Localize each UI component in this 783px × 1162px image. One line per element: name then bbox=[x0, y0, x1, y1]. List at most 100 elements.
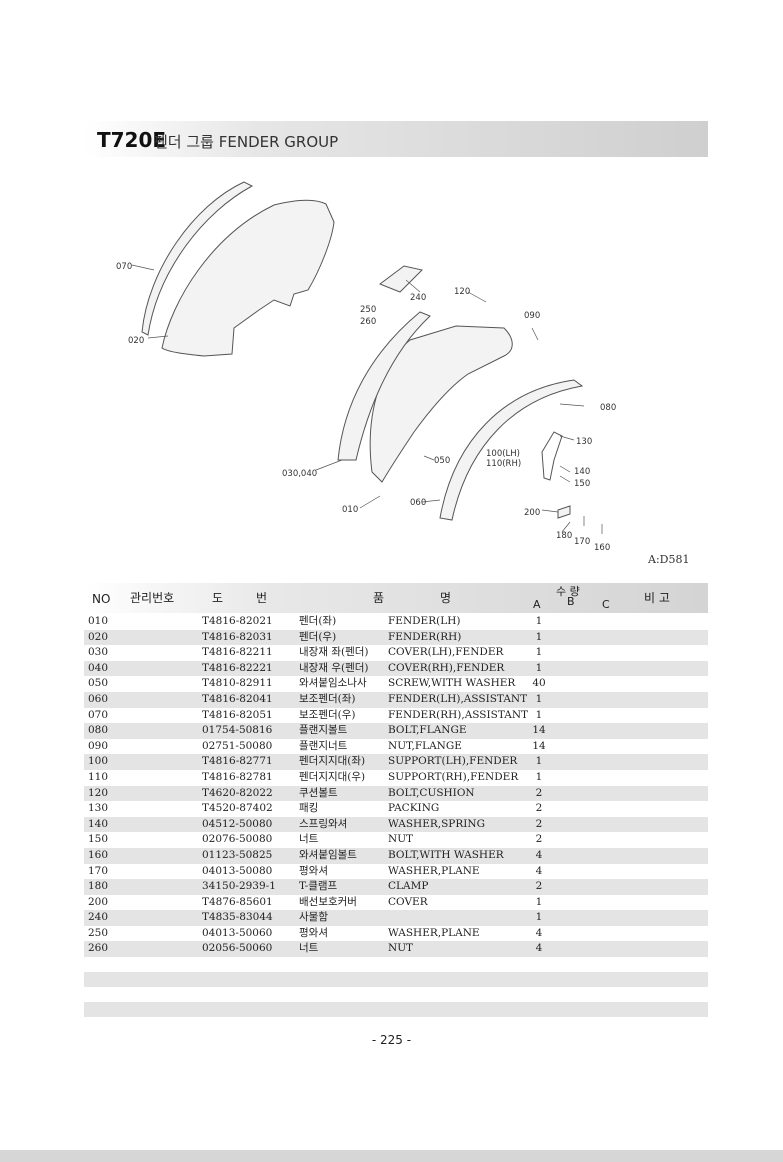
assistant-fender-lh-drawing bbox=[439, 379, 584, 521]
row-no: 250 bbox=[88, 926, 109, 939]
row-no: 020 bbox=[88, 630, 109, 643]
row-description: CLAMP bbox=[388, 880, 429, 893]
row-korean-name: 쿠션볼트 bbox=[299, 786, 338, 799]
row-quantity: 2 bbox=[535, 817, 543, 830]
header-mgmt-number: 관리번호 bbox=[130, 591, 175, 605]
row-no: 100 bbox=[88, 755, 109, 768]
row-quantity: 1 bbox=[535, 895, 543, 908]
row-no: 080 bbox=[88, 724, 109, 737]
row-description: FENDER(LH) bbox=[388, 615, 461, 627]
row-quantity: 2 bbox=[535, 802, 543, 815]
callout-130: 130 bbox=[576, 437, 592, 447]
wire-cover-drawing bbox=[557, 505, 571, 519]
row-part-number: T4816-82221 bbox=[202, 661, 273, 674]
row-korean-name: 플랜지너트 bbox=[299, 739, 348, 752]
row-description: BOLT,FLANGE bbox=[388, 724, 467, 737]
page-number: - 225 - bbox=[371, 1033, 412, 1047]
callout-200: 200 bbox=[524, 508, 540, 518]
title-bar bbox=[84, 121, 708, 157]
row-quantity: 2 bbox=[535, 880, 543, 893]
row-quantity: 40 bbox=[532, 677, 546, 690]
callout-060: 060 bbox=[410, 498, 426, 508]
row-no: 150 bbox=[88, 833, 109, 846]
callout-240: 240 bbox=[410, 293, 426, 303]
row-korean-name: 펜더지지대(우) bbox=[299, 770, 366, 783]
row-no: 110 bbox=[88, 770, 109, 783]
row-no: 040 bbox=[88, 661, 109, 674]
row-part-number: T4816-82021 bbox=[202, 615, 273, 627]
row-part-number: T4816-82031 bbox=[202, 630, 273, 643]
row-no: 120 bbox=[88, 786, 109, 799]
row-quantity: 14 bbox=[532, 739, 546, 752]
scan-edge bbox=[0, 1150, 783, 1162]
header-no: NO bbox=[92, 592, 111, 606]
fender-cover-drawing bbox=[337, 311, 431, 461]
row-korean-name: 펜더(우) bbox=[299, 630, 337, 643]
callout-010: 010 bbox=[342, 505, 358, 515]
callout-160: 160 bbox=[594, 543, 610, 553]
row-no: 050 bbox=[88, 677, 109, 690]
row-description: NUT bbox=[388, 833, 414, 846]
row-no: 140 bbox=[88, 817, 109, 830]
header-remark: 비 고 bbox=[644, 591, 670, 605]
callout-020: 020 bbox=[128, 336, 144, 346]
row-korean-name: 배선보호커버 bbox=[299, 895, 357, 908]
row-part-number: 01123-50825 bbox=[202, 848, 273, 861]
row-part-number: 02076-50080 bbox=[202, 833, 273, 846]
header-qty-b: B bbox=[567, 595, 575, 608]
row-description: NUT,FLANGE bbox=[388, 739, 462, 752]
row-no: 090 bbox=[88, 739, 109, 752]
row-part-number: T4876-85601 bbox=[202, 895, 273, 908]
row-description: FENDER(RH) bbox=[388, 630, 462, 643]
empty-table-row bbox=[84, 972, 708, 987]
row-description: WASHER,SPRING bbox=[388, 817, 485, 830]
callout-140: 140 bbox=[574, 467, 590, 477]
row-quantity: 1 bbox=[535, 770, 543, 783]
header-drawing-b: 번 bbox=[256, 591, 268, 605]
callout-180: 180 bbox=[556, 531, 572, 541]
row-description: SUPPORT(RH),FENDER bbox=[388, 770, 519, 783]
callout-030-040: 030,040 bbox=[282, 469, 317, 479]
row-no: 030 bbox=[88, 646, 109, 659]
row-description: FENDER(LH),ASSISTANT bbox=[388, 692, 528, 705]
row-description: SUPPORT(LH),FENDER bbox=[388, 755, 518, 768]
row-korean-name: 보조펜더(좌) bbox=[299, 692, 356, 705]
row-no: 200 bbox=[88, 895, 109, 908]
callout-050: 050 bbox=[434, 456, 450, 466]
row-quantity: 1 bbox=[535, 692, 543, 705]
row-description: BOLT,WITH WASHER bbox=[388, 848, 504, 861]
row-no: 010 bbox=[88, 615, 109, 627]
row-no: 130 bbox=[88, 802, 109, 815]
callout-120: 120 bbox=[454, 287, 470, 297]
row-part-number: 04512-50080 bbox=[202, 817, 273, 830]
row-quantity: 4 bbox=[535, 926, 543, 939]
diagram-reference-code: A:D581 bbox=[648, 553, 690, 566]
row-description: COVER(LH),FENDER bbox=[388, 646, 504, 659]
row-part-number: T4816-82771 bbox=[202, 755, 273, 768]
callout-110rh: 110(RH) bbox=[486, 459, 521, 469]
row-part-number: T4835-83044 bbox=[202, 911, 273, 924]
row-korean-name: 평와셔 bbox=[299, 864, 328, 877]
row-description: WASHER,PLANE bbox=[388, 864, 480, 877]
row-korean-name: 와셔붙임볼트 bbox=[299, 848, 357, 861]
row-korean-name: 와셔붙임소나사 bbox=[299, 677, 367, 690]
row-part-number: T4816-82781 bbox=[202, 770, 273, 783]
row-korean-name: 내장재 우(펜더) bbox=[299, 661, 369, 674]
row-korean-name: 너트 bbox=[299, 942, 319, 955]
row-korean-name: 보조펜더(우) bbox=[299, 708, 356, 721]
row-part-number: T4816-82051 bbox=[202, 708, 273, 721]
